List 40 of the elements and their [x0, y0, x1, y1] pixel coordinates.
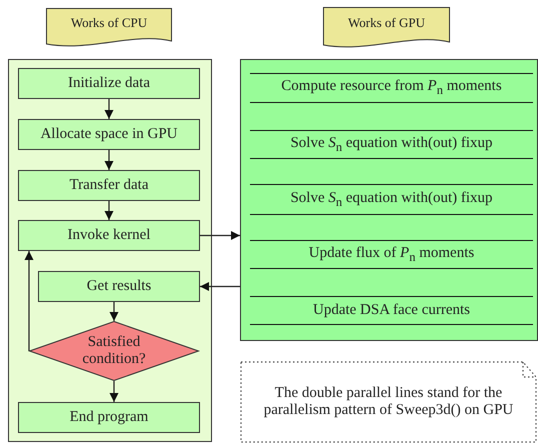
- task-band: [250, 73, 533, 103]
- process-box: [18, 68, 200, 99]
- process-box: [18, 220, 200, 251]
- arrow: [104, 201, 114, 220]
- step-label: Get results: [86, 278, 152, 296]
- task-band: [250, 184, 533, 215]
- step-label: Solve S$_{n}$ equation with(out) fixup: [290, 134, 493, 154]
- step-label: Solve S$_{n}$ equation with(out) fixup: [290, 190, 493, 210]
- process-box: [18, 402, 200, 433]
- arrow: [110, 302, 118, 321]
- arrow: [110, 381, 118, 402]
- step-label: End program: [70, 408, 148, 426]
- panel-background: [240, 59, 538, 341]
- step-label: Satisfied condition?: [81, 334, 147, 368]
- panel-background: [8, 59, 212, 442]
- decision-diamond: [29, 321, 199, 381]
- heading-text: Works of CPU: [70, 16, 148, 30]
- banner-shape: [46, 8, 172, 48]
- process-box: [38, 271, 200, 302]
- arrow: [200, 231, 240, 240]
- note-text: The double parallel lines stand for the parallelism pattern of Sweep3d() on GPU: [262, 384, 514, 420]
- arrow: [104, 99, 114, 119]
- step-label: Invoke kernel: [68, 226, 150, 244]
- task-band: [250, 130, 533, 159]
- process-box: [18, 170, 200, 201]
- banner-shape: [323, 7, 450, 49]
- arrow: [200, 282, 240, 291]
- note-box: [240, 361, 537, 443]
- step-label: Compute resource from P$_{n}$ moments: [281, 78, 502, 98]
- arrow: [24, 251, 34, 351]
- step-label: Update flux of P$_{n}$ moments: [308, 244, 474, 264]
- arrow: [104, 150, 114, 170]
- task-band: [250, 296, 533, 325]
- heading-text: Works of GPU: [348, 16, 425, 30]
- task-band: [250, 240, 533, 269]
- step-label: Initialize data: [68, 74, 150, 92]
- step-label: Transfer data: [69, 176, 148, 194]
- step-label: Update DSA face currents: [312, 302, 470, 320]
- process-box: [18, 119, 200, 150]
- step-label: Allocate space in GPU: [40, 126, 178, 144]
